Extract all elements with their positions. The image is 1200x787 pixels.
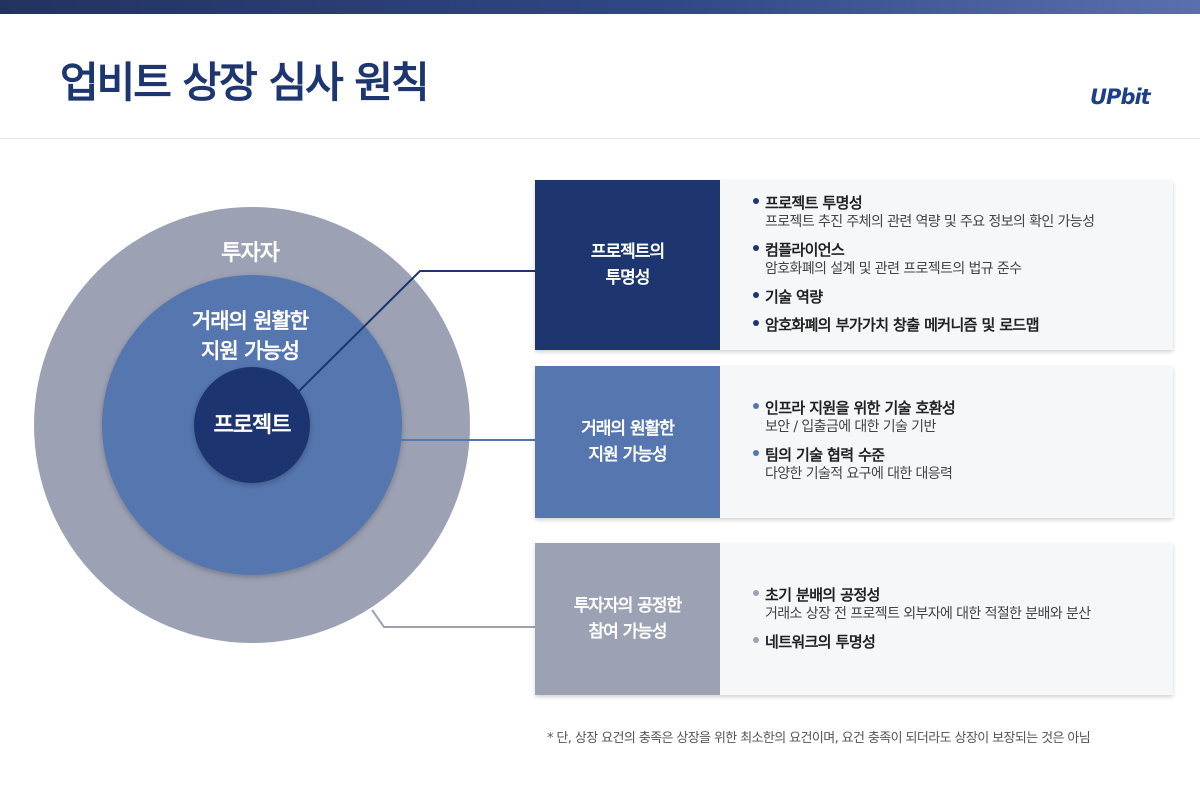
card-item-list: 프로젝트 투명성 프로젝트 추진 주체의 관련 역량 및 주요 정보의 확인 가… bbox=[753, 180, 1163, 350]
page-title: 업비트 상장 심사 원칙 bbox=[60, 58, 430, 107]
outer-circle-label: 투자자 bbox=[221, 241, 280, 266]
card-trading-support: 거래의 원활한 지원 가능성 인프라 지원을 위한 기술 호환성 보안 / 입출… bbox=[535, 366, 1173, 518]
item-title: 네트워크의 투명성 bbox=[753, 632, 1163, 652]
list-item: 초기 분배의 공정성 거래소 상장 전 프로젝트 외부자에 대한 적절한 분배와… bbox=[753, 585, 1163, 624]
list-item: 팀의 기술 협력 수준 다양한 기술적 요구에 대한 대응력 bbox=[753, 445, 1163, 484]
item-description: 프로젝트 추진 주체의 관련 역량 및 주요 정보의 확인 가능성 bbox=[765, 214, 1095, 230]
middle-circle-label: 거래의 원활한 지원 가능성 bbox=[150, 306, 350, 367]
footnote: * 단, 상장 요건의 충족은 상장을 위한 최소한의 요건이며, 요건 충족이… bbox=[547, 731, 1091, 746]
card-item-list: 초기 분배의 공정성 거래소 상장 전 프로젝트 외부자에 대한 적절한 분배와… bbox=[753, 543, 1163, 695]
list-item: 네트워크의 투명성 bbox=[753, 632, 1163, 652]
item-title: 인프라 지원을 위한 기술 호환성 bbox=[753, 398, 1163, 418]
card-item-list: 인프라 지원을 위한 기술 호환성 보안 / 입출금에 대한 기술 기반 팀의 … bbox=[753, 366, 1163, 518]
item-description: 암호화폐의 설계 및 관련 프로젝트의 법규 준수 bbox=[765, 261, 1022, 277]
item-description: 다양한 기술적 요구에 대한 대응력 bbox=[765, 466, 953, 482]
top-accent-bar bbox=[0, 0, 1200, 14]
connector-line-project bbox=[297, 270, 535, 393]
item-title: 팀의 기술 협력 수준 bbox=[753, 445, 1163, 465]
list-item: 컴플라이언스 암호화폐의 설계 및 관련 프로젝트의 법규 준수 bbox=[753, 240, 1163, 279]
core-circle-label: 프로젝트 bbox=[213, 413, 292, 438]
card-project-transparency: 프로젝트의 투명성 프로젝트 투명성 프로젝트 추진 주체의 관련 역량 및 주… bbox=[535, 180, 1173, 350]
item-description: 보안 / 입출금에 대한 기술 기반 bbox=[765, 419, 936, 435]
list-item: 암호화폐의 부가가치 창출 메커니즘 및 로드맵 bbox=[753, 315, 1163, 335]
item-description: 거래소 상장 전 프로젝트 외부자에 대한 적절한 분배와 분산 bbox=[765, 605, 1091, 622]
card-investor-fairness: 투자자의 공정한 참여 가능성 초기 분배의 공정성 거래소 상장 전 프로젝트… bbox=[535, 543, 1173, 695]
list-item: 프로젝트 투명성 프로젝트 추진 주체의 관련 역량 및 주요 정보의 확인 가… bbox=[753, 193, 1163, 232]
item-title: 컴플라이언스 bbox=[753, 240, 1163, 260]
item-title: 기술 역량 bbox=[753, 287, 1163, 307]
middle-circle-label-line2: 지원 가능성 bbox=[201, 339, 300, 364]
page-header bbox=[0, 14, 1200, 139]
card-label: 투자자의 공정한 참여 가능성 bbox=[535, 543, 720, 695]
item-title: 암호화폐의 부가가치 창출 메커니즘 및 로드맵 bbox=[753, 315, 1163, 335]
connector-line-investor bbox=[371, 609, 535, 628]
upbit-logo: UPbit bbox=[1090, 85, 1151, 109]
core-circle-project bbox=[194, 367, 310, 483]
middle-circle-label-line1: 거래의 원활한 bbox=[191, 309, 309, 333]
list-item: 기술 역량 bbox=[753, 287, 1163, 307]
card-label: 거래의 원활한 지원 가능성 bbox=[535, 366, 720, 518]
card-label: 프로젝트의 투명성 bbox=[535, 180, 720, 350]
item-title: 초기 분배의 공정성 bbox=[753, 585, 1163, 605]
item-title: 프로젝트 투명성 bbox=[753, 193, 1163, 213]
list-item: 인프라 지원을 위한 기술 호환성 보안 / 입출금에 대한 기술 기반 bbox=[753, 398, 1163, 437]
